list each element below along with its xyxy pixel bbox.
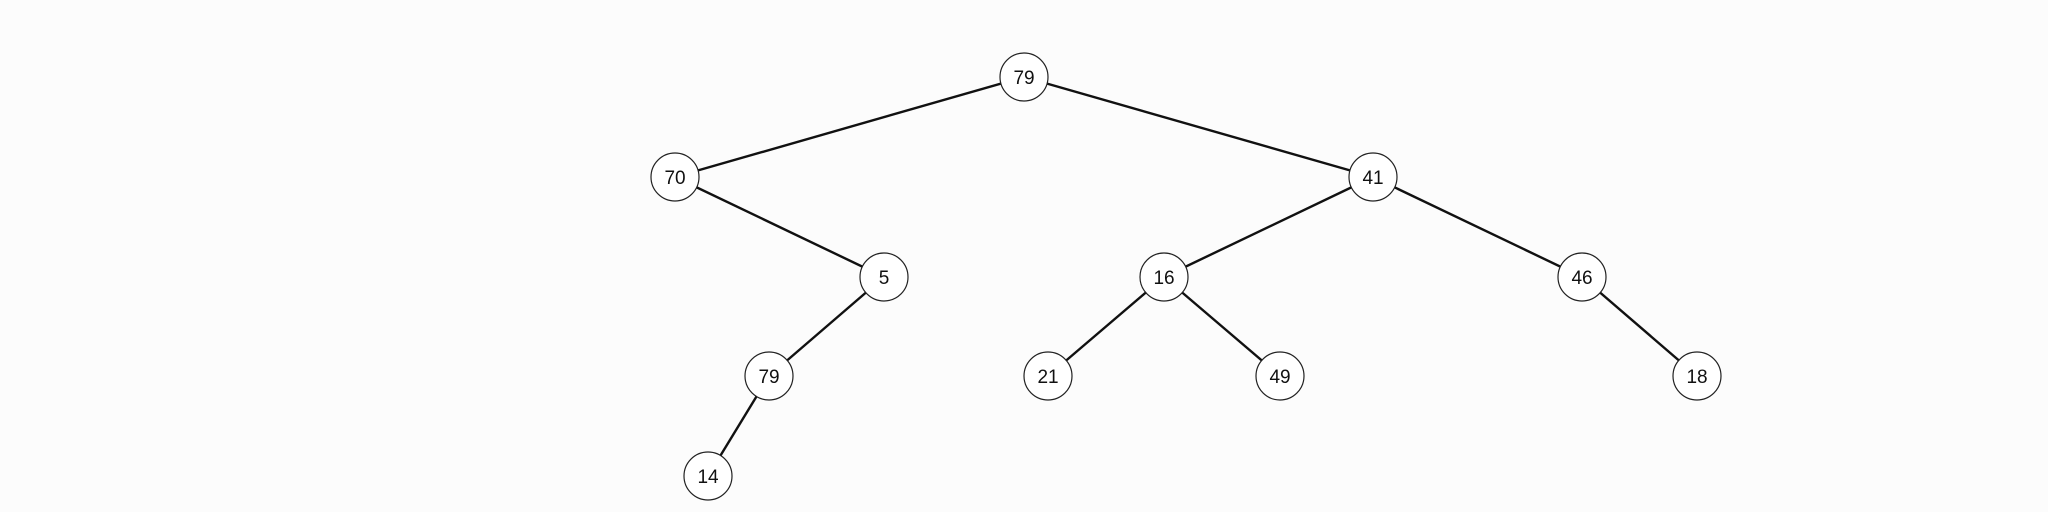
tree-nodes: 79 70 41 5 16 46 79 21 <box>650 52 1722 501</box>
node-value: 79 <box>758 367 779 388</box>
node-circle <box>683 451 733 501</box>
node-circle <box>650 152 700 202</box>
node-value: 21 <box>1037 367 1058 388</box>
node-circle <box>1348 152 1398 202</box>
tree-edge <box>1372 175 1583 279</box>
node-value: 49 <box>1269 367 1290 388</box>
tree-edge <box>768 276 885 377</box>
tree-node: 16 <box>1139 252 1189 302</box>
tree-node: 21 <box>1023 351 1073 401</box>
tree-node: 18 <box>1672 351 1722 401</box>
tree-node: 70 <box>650 152 700 202</box>
tree-edge <box>1023 75 1374 179</box>
tree-node: 79 <box>744 351 794 401</box>
node-value: 14 <box>697 467 719 488</box>
node-value: 79 <box>1013 68 1034 89</box>
tree-edge <box>1581 276 1698 377</box>
tree-edge <box>1163 276 1281 377</box>
tree-edge <box>1047 276 1165 377</box>
tree-node: 49 <box>1255 351 1305 401</box>
node-value: 46 <box>1571 268 1592 289</box>
tree-node: 41 <box>1348 152 1398 202</box>
tree-node: 5 <box>859 252 909 302</box>
node-circle <box>859 252 909 302</box>
tree-node: 14 <box>683 451 733 501</box>
tree-edge <box>1163 175 1374 279</box>
node-value: 5 <box>879 268 890 289</box>
node-circle <box>744 351 794 401</box>
tree-edges <box>674 75 1698 477</box>
node-circle <box>1139 252 1189 302</box>
node-value: 70 <box>664 168 685 189</box>
node-circle <box>1255 351 1305 401</box>
node-circle <box>1672 351 1722 401</box>
tree-edge <box>674 175 885 279</box>
node-circle <box>1023 351 1073 401</box>
tree-edge <box>674 75 1025 179</box>
node-circle <box>999 52 1049 102</box>
node-value: 18 <box>1686 367 1707 388</box>
tree-node-root: 79 <box>999 52 1049 102</box>
node-value: 16 <box>1153 268 1174 289</box>
node-circle <box>1557 252 1607 302</box>
tree-node: 46 <box>1557 252 1607 302</box>
node-value: 41 <box>1362 168 1383 189</box>
